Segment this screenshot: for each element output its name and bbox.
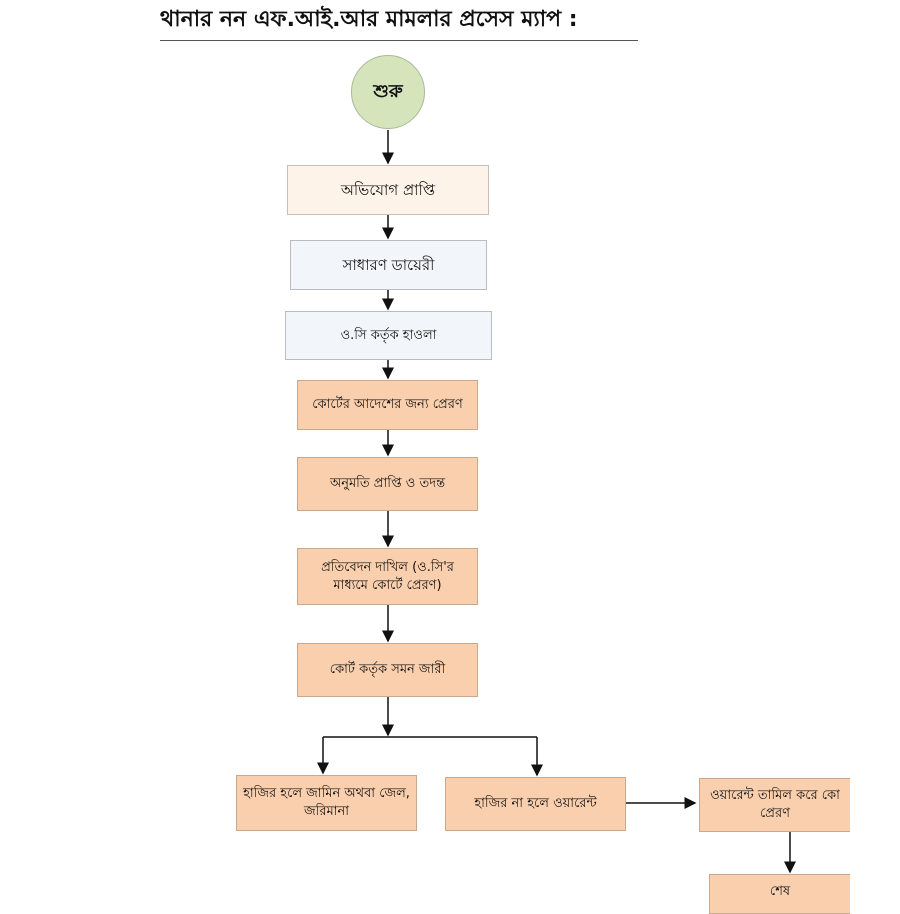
step-send-to-court: কোর্টের আদেশের জন্য প্রেরণ	[297, 380, 478, 430]
step-general-diary: সাধারণ ডায়েরী	[290, 240, 487, 290]
step-oc-assignment: ও.সি কর্তৃক হাওলা	[285, 311, 492, 360]
branch-present-bail-or-jail: হাজির হলে জামিন অথবা জেল, জরিমানা	[236, 775, 417, 831]
step-warrant-served: ওয়ারেন্ট তামিল করে কো প্রেরণ	[699, 778, 850, 832]
branch-absent-warrant: হাজির না হলে ওয়ারেন্ট	[445, 777, 626, 831]
end-node: শেষ	[709, 874, 850, 914]
step-complaint-received: অভিযোগ প্রাপ্তি	[287, 165, 489, 215]
step-court-summons: কোর্ট কর্তৃক সমন জারী	[297, 643, 478, 697]
step-report-submission: প্রতিবেদন দাখিল (ও.সি'র মাধ্যমে কোর্টে প…	[297, 548, 478, 605]
step-permission-investigation: অনুমতি প্রাপ্তি ও তদন্ত	[297, 457, 478, 511]
start-node: শুরু	[351, 55, 425, 129]
page-title: থানার নন এফ.আই.আর মামলার প্রসেস ম্যাপ :	[160, 2, 638, 41]
